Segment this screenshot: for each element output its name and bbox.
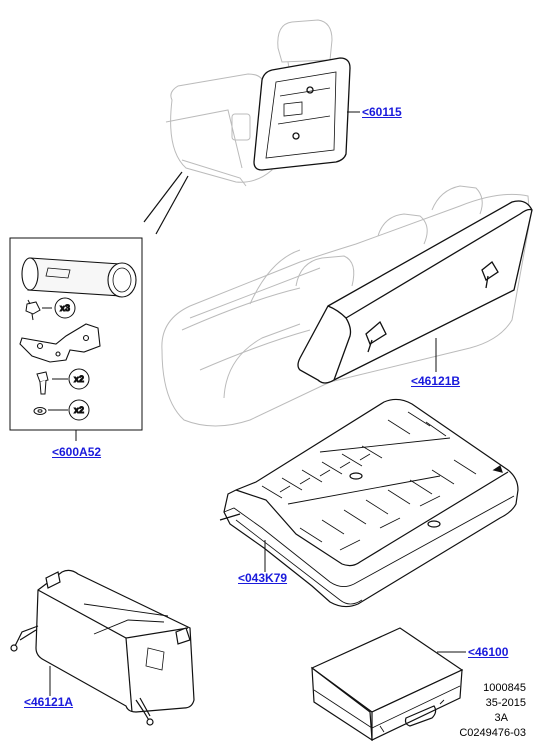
meta-line-3: 3A [494, 712, 508, 724]
load-cover-illustration [297, 200, 533, 384]
clip-quantity: x3 [60, 303, 70, 313]
callout-cargo-organizer[interactable]: <46121A [24, 695, 74, 709]
washer-illustration: x2 [33, 399, 90, 421]
bracket-illustration [19, 323, 101, 363]
callout-floor-panel[interactable]: <043K79 [238, 571, 288, 585]
meta-line-1: 1000845 [483, 682, 526, 694]
callout-seat-back-panel[interactable]: <60115 [362, 105, 402, 119]
meta-line-2: 35-2015 [485, 697, 526, 709]
bolt-illustration: x2 [36, 368, 90, 395]
clip-illustration: x3 [25, 297, 76, 321]
box-illustration [310, 627, 464, 742]
seat-back-panel-illustration [253, 57, 351, 171]
callout-box[interactable]: <46100 [468, 645, 509, 659]
callout-load-cover[interactable]: <46121B [411, 374, 461, 388]
pointer-line-1 [143, 171, 183, 223]
washer-quantity: x2 [74, 405, 84, 415]
rear-seat-illustration [161, 185, 531, 427]
pointer-line-2 [155, 175, 189, 235]
floor-panel-illustration [219, 398, 519, 608]
callout-kit[interactable]: <600A52 [52, 445, 102, 459]
front-seat-illustration [165, 19, 333, 187]
bolt-quantity: x2 [74, 374, 84, 384]
meta-line-4: C0249476-03 [459, 727, 526, 739]
cargo-organizer-illustration [10, 569, 195, 726]
cylinder-case-illustration [21, 257, 137, 298]
